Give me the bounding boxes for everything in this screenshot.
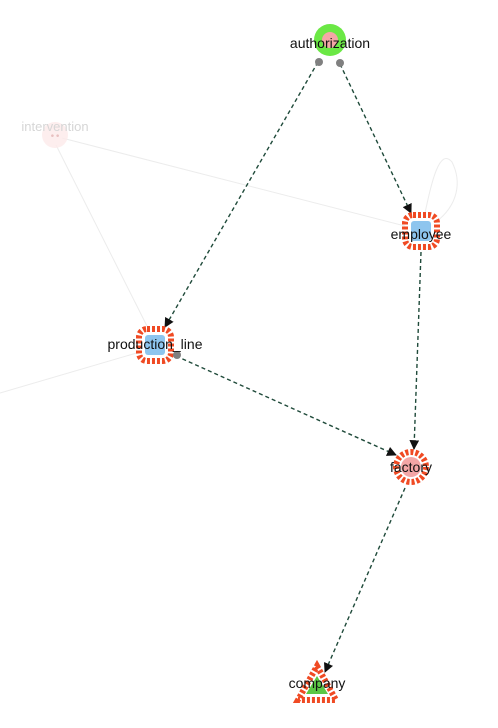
edge-authorization-employee (339, 63, 412, 214)
node-label-authorization: authorization (290, 35, 370, 51)
edge-production-line-factory (175, 355, 397, 456)
edge-factory-company (324, 487, 406, 673)
authorization-handle-left[interactable] (315, 58, 323, 66)
authorization-inner-circle (322, 32, 338, 48)
edge-employee-self-loop (423, 158, 458, 223)
node-label-employee: employee (391, 226, 452, 242)
node-label-intervention: intervention (21, 119, 88, 134)
node-company[interactable]: company (289, 659, 346, 703)
production-line-handle[interactable] (173, 351, 181, 359)
edge-production-line-offscreen (0, 351, 141, 394)
edge-authorization-production-line (164, 61, 319, 328)
company-gear-triangle (292, 659, 342, 703)
employee-square (411, 221, 431, 241)
node-label-production-line: production_line (108, 336, 203, 352)
faint-edges (0, 137, 458, 394)
edge-intervention-production-line (55, 144, 151, 333)
node-employee[interactable]: employee (391, 212, 452, 250)
node-label-company: company (289, 675, 346, 691)
authorization-handle-right[interactable] (336, 59, 344, 67)
factory-gear-ring (393, 449, 429, 485)
factory-circle (401, 457, 421, 477)
production-line-gear-ring (136, 326, 174, 364)
node-factory[interactable]: factory (390, 449, 432, 485)
production-line-square (145, 335, 165, 355)
employee-gear-ring (402, 212, 440, 250)
edge-employee-factory (409, 251, 422, 450)
node-production-line[interactable]: production_line (108, 326, 203, 364)
dashed-edges (164, 61, 422, 673)
node-label-factory: factory (390, 459, 432, 475)
node-intervention[interactable]: •• intervention (21, 119, 89, 148)
company-triangle (306, 676, 328, 694)
intervention-dots: •• (50, 132, 61, 142)
node-authorization[interactable]: authorization (290, 24, 370, 67)
edge-intervention-employee (61, 137, 406, 227)
intervention-circle (42, 122, 68, 148)
